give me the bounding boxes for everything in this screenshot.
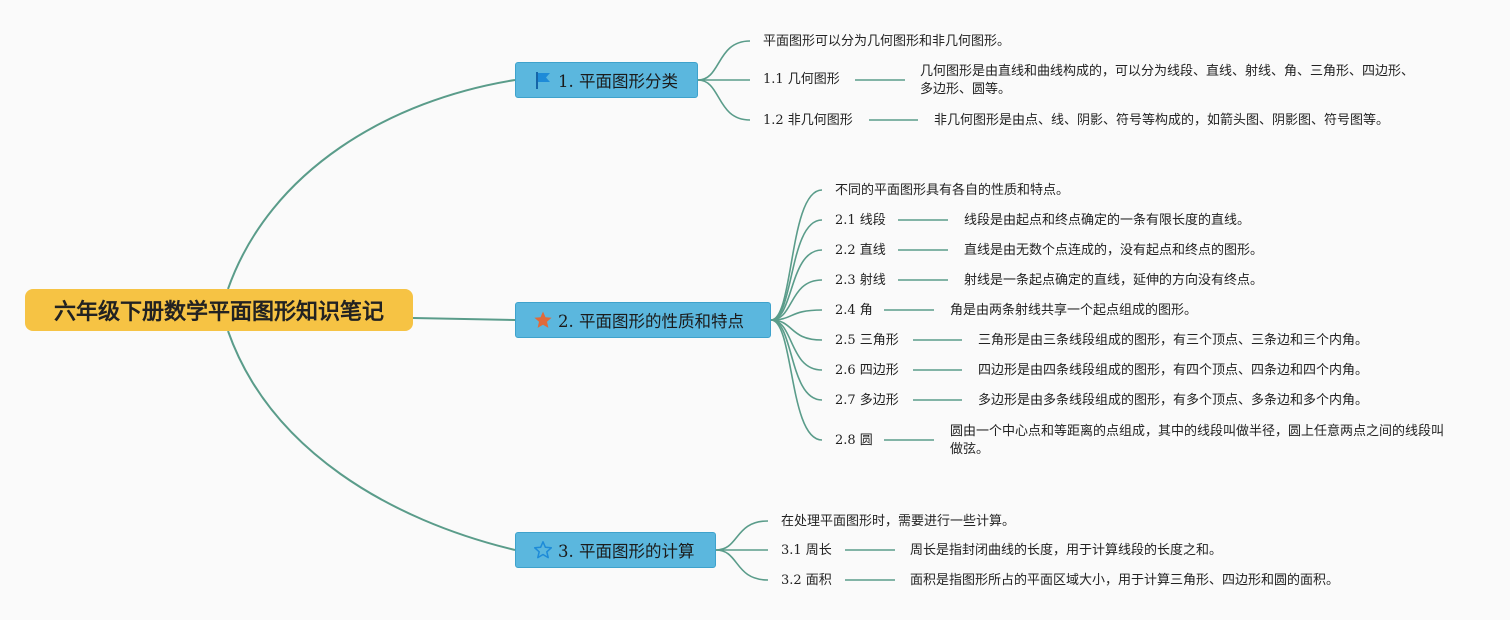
subtopic-detail[interactable]: 角是由两条射线共享一个起点组成的图形。	[950, 303, 1198, 318]
branch-3-intro[interactable]: 在处理平面图形时，需要进行一些计算。	[781, 514, 1016, 529]
branch-topic-calculation[interactable]: 3. 平面图形的计算	[515, 532, 716, 568]
filled-star-icon	[532, 309, 554, 331]
subtopic-detail[interactable]: 线段是由起点和终点确定的一条有限长度的直线。	[964, 213, 1251, 228]
branch-2-connector	[770, 189, 823, 321]
subtopic-label[interactable]: 2.2 直线	[835, 243, 886, 258]
subtopic-label[interactable]: 3.2 面积	[781, 573, 832, 588]
root-title: 六年级下册数学平面图形知识笔记	[53, 300, 384, 325]
branch-label: 2. 平面图形的性质和特点	[558, 312, 744, 331]
subtopic-detail[interactable]: 周长是指封闭曲线的长度，用于计算线段的长度之和。	[910, 543, 1223, 558]
subtopic-label[interactable]: 2.1 线段	[835, 213, 886, 228]
branch-2-intro[interactable]: 不同的平面图形具有各自的性质和特点。	[835, 183, 1070, 198]
subtopic-label[interactable]: 1.1 几何图形	[763, 72, 840, 87]
subtopic-label[interactable]: 1.2 非几何图形	[763, 113, 853, 128]
subtopic-label[interactable]: 2.6 四边形	[835, 363, 899, 378]
branch-2-connector	[770, 319, 823, 371]
branch-label: 3. 平面图形的计算	[558, 542, 695, 561]
branch-2-connector	[770, 219, 823, 321]
subtopic-label[interactable]: 2.3 射线	[835, 273, 886, 288]
subtopic-detail[interactable]: 面积是指图形所占的平面区域大小，用于计算三角形、四边形和圆的面积。	[910, 573, 1340, 588]
branch-topic-classification[interactable]: 1. 平面图形分类	[515, 62, 698, 98]
subtopic-detail[interactable]: 直线是由无数个点连成的，没有起点和终点的图形。	[964, 243, 1264, 258]
root-topic[interactable]: 六年级下册数学平面图形知识笔记	[25, 289, 413, 331]
subtopic-detail[interactable]: 圆由一个中心点和等距离的点组成，其中的线段叫做半径，圆上任意两点之间的线段叫做弦…	[950, 424, 1445, 457]
subtopic-label[interactable]: 2.7 多边形	[835, 393, 899, 408]
subtopic-detail[interactable]: 四边形是由四条线段组成的图形，有四个顶点、四条边和四个内角。	[978, 363, 1369, 378]
branch-topic-properties[interactable]: 2. 平面图形的性质和特点	[515, 302, 771, 338]
subtopic-detail[interactable]: 多边形是由多条线段组成的图形，有多个顶点、多条边和多个内角。	[978, 393, 1369, 408]
branch-1-intro[interactable]: 平面图形可以分为几何图形和非几何图形。	[763, 34, 1011, 49]
subtopic-label[interactable]: 2.4 角	[835, 303, 873, 318]
branch-2-connector	[770, 249, 823, 321]
branch-2-connector	[770, 319, 823, 441]
branch-label: 1. 平面图形分类	[558, 72, 678, 91]
branch-1-connector	[697, 40, 751, 81]
outline-star-icon	[532, 539, 554, 561]
subtopic-detail[interactable]: 几何图形是由直线和曲线构成的，可以分为线段、直线、射线、角、三角形、四边形、多边…	[920, 64, 1415, 97]
branch-1-connector	[697, 79, 751, 121]
root-to-branch-2-line	[412, 317, 516, 321]
subtopic-detail[interactable]: 三角形是由三条线段组成的图形，有三个顶点、三条边和三个内角。	[978, 333, 1369, 348]
subtopic-detail[interactable]: 非几何图形是由点、线、阴影、符号等构成的，如箭头图、阴影图、符号图等。	[934, 113, 1390, 128]
branch-2-connector	[770, 319, 823, 401]
flag-icon	[532, 69, 554, 91]
subtopic-label[interactable]: 3.1 周长	[781, 543, 832, 558]
subtopic-detail[interactable]: 射线是一条起点确定的直线，延伸的方向没有终点。	[964, 273, 1264, 288]
root-to-branch-1-line	[227, 79, 516, 290]
branch-3-connector	[715, 520, 769, 551]
subtopic-label[interactable]: 2.5 三角形	[835, 333, 899, 348]
branch-3-connector	[715, 549, 769, 581]
subtopic-label[interactable]: 2.8 圆	[835, 433, 873, 448]
root-to-branch-3-line	[227, 330, 516, 551]
